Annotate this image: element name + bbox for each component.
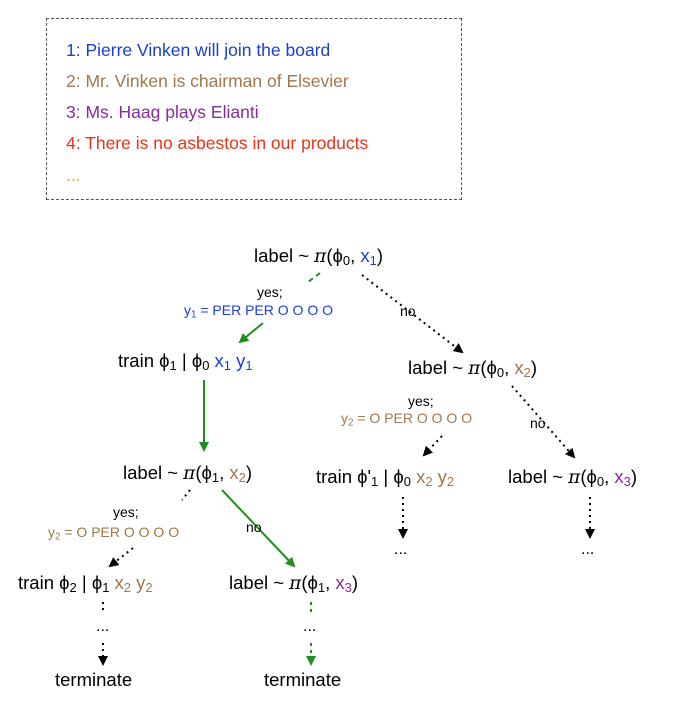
sentence-box [46,18,462,200]
node-train-1: train ϕ1 | ϕ0 x1 y1 [118,350,253,374]
x-symbol: x1 [360,245,377,269]
lparen: ( [326,245,333,266]
edge-label-yes-1: yes; [257,284,283,300]
node-label-3: label ~ π(ϕ1, x2) [123,462,252,486]
comma: , [350,245,356,266]
node-train-2: train ϕ2 | ϕ1 x2 y2 [18,572,153,596]
sentence-1: 1: Pierre Vinken will join the board [66,40,331,60]
edge-label3-yes [108,547,134,568]
sentence-5: ... [66,165,81,185]
edge-label-yes-3: yes; [113,504,139,520]
pi-symbol: π [314,246,327,267]
rparen: ) [376,245,383,266]
ellipsis-train-2: ... [96,618,110,635]
edge-label3-yes-a [181,489,191,501]
node-label-5: label ~ π(ϕ1, x3) [229,572,358,596]
phi-symbol: ϕ [332,245,343,266]
node-root: label ~ π(ϕ0, x1) [254,245,383,268]
sub-0: 0 [342,253,351,269]
node-label-4: label ~ π(ϕ0, x3) [508,466,637,490]
node-label-2: label ~ π(ϕ0, x2) [408,357,537,381]
edge-label-yes-2: yes; [408,393,434,409]
edge-label2-no [511,385,576,459]
edge-label-no-1: no [400,303,416,319]
terminate-right: terminate [264,669,342,690]
edge-label-no-3: no [246,519,262,535]
sentence-2: 2: Mr. Vinken is chairman of Elsevier [66,71,349,91]
edge-root-yes-a [307,272,321,283]
assignment-y2-right: y2 = O PER O O O O [341,410,473,429]
edge-root-yes [238,322,264,344]
assignment-y2-left: y2 = O PER O O O O [48,524,180,543]
label-word: label ~ [254,245,310,266]
terminate-left: terminate [55,669,133,690]
ellipsis-label-4: ... [581,541,595,558]
node-train-1-prime: train ϕ'1 | ϕ0 x2 y2 [316,466,455,490]
sentence-4: 4: There is no asbestos in our products [66,133,369,153]
ellipsis-label-5: ... [303,618,317,635]
assignment-y1: y1 = PER PER O O O O [184,302,333,321]
ellipsis-train-1-prime: ... [394,541,408,558]
edge-label-no-2: no [530,415,546,431]
edge-label2-yes [422,435,443,457]
edge-label3-no [221,489,296,568]
sentence-3: 3: Ms. Haag plays Elianti [66,102,259,122]
